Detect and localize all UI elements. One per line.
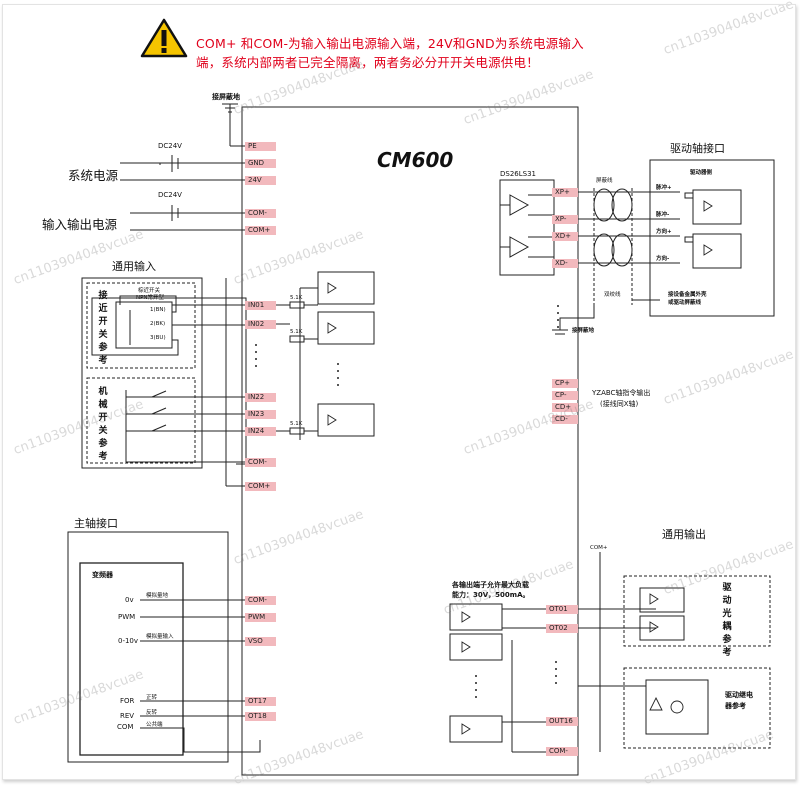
io-power-label: 输入输出电源 bbox=[42, 217, 118, 232]
shield-ground-right-label: 接屏蔽地 bbox=[572, 328, 595, 334]
prox-blue-label: 3(BU) bbox=[150, 335, 166, 341]
warning-text: COM+ 和COM-为输入输出电源输入端，24V和GND为系统电源输入 端，系统… bbox=[196, 34, 616, 72]
vfd-rev-label: REV bbox=[120, 712, 135, 720]
pin-left-com: COM+ bbox=[245, 482, 276, 491]
vfd-0-10v-label: 0-10v bbox=[118, 637, 139, 645]
vfd-0v-label: 0v bbox=[125, 596, 134, 604]
dc24v-label-2: DC24V bbox=[158, 191, 182, 199]
pin-left-ot17: OT17 bbox=[245, 697, 276, 706]
prox-black-label: 2(BK) bbox=[150, 321, 166, 327]
pin-left-pwm: PWM bbox=[245, 613, 276, 622]
pin-right-xp: XP+ bbox=[552, 188, 578, 197]
pin-right-ot01: OT01 bbox=[546, 605, 578, 614]
pin-left-vso: VSO bbox=[245, 637, 276, 646]
shield-wire-label: 屏蔽线 bbox=[596, 178, 613, 184]
vfd-for-label: FOR bbox=[120, 697, 135, 705]
warning-line-2: 端，系统内部两者已完全隔离，两者务必分开开关电源供电！ bbox=[196, 55, 539, 70]
prox-brown-label: 1(BN) bbox=[150, 307, 166, 313]
vfd-label: 变频器 bbox=[92, 571, 113, 579]
pin-left-pe: PE bbox=[245, 142, 276, 151]
controller-model: CM600 bbox=[377, 148, 454, 172]
pin-left-com: COM+ bbox=[245, 226, 276, 235]
pin-right-cp: CP+ bbox=[552, 379, 578, 388]
output-note-1: 各输出端子允许最大负载 bbox=[452, 581, 529, 589]
vfd-pwm-label: PWM bbox=[118, 613, 136, 621]
com-plus-out-label: COM+ bbox=[590, 545, 608, 551]
analog-in-label: 模拟量输入 bbox=[146, 634, 174, 640]
pin-right-cd: CD+ bbox=[552, 403, 578, 412]
pin-right-xp: XP- bbox=[552, 215, 578, 224]
general-output-label: 通用输出 bbox=[662, 528, 706, 541]
output-note-2: 能力：30V，500mA。 bbox=[452, 591, 530, 599]
yzabc-label-2: (接线同X轴) bbox=[600, 400, 639, 408]
shield-note-1: 接设备金属外壳 bbox=[668, 292, 707, 298]
reverse-label: 反转 bbox=[146, 710, 158, 716]
analog-gnd-label: 模拟量地 bbox=[146, 593, 169, 599]
yzabc-label-1: YZABC轴指令输出 bbox=[592, 389, 651, 397]
pulse-plus-label: 脉冲+ bbox=[656, 185, 672, 191]
pin-left-com: COM- bbox=[245, 209, 276, 218]
pin-right-com: COM- bbox=[546, 747, 578, 756]
resistor-label-3: 5.1K bbox=[290, 421, 303, 427]
warning-line-1: COM+ 和COM-为输入输出电源输入端，24V和GND为系统电源输入 bbox=[196, 36, 584, 51]
pin-right-xd: XD+ bbox=[552, 232, 578, 241]
pulse-minus-label: 脉冲- bbox=[656, 212, 670, 218]
system-power-label: 系统电源 bbox=[68, 168, 119, 183]
resistor-label-2: 5.1K bbox=[290, 329, 303, 335]
forward-label: 正转 bbox=[146, 695, 158, 701]
driver-side-label: 驱动器侧 bbox=[690, 170, 713, 176]
dir-plus-label: 方向+ bbox=[656, 229, 672, 235]
pin-left-com: COM- bbox=[245, 458, 276, 467]
proximity-switch-label: 接近开关参考 bbox=[98, 291, 108, 366]
pin-right-xd: XD- bbox=[552, 259, 578, 268]
drive-opto-label: 驱动光耦参考 bbox=[722, 583, 732, 658]
pin-left-gnd: GND bbox=[245, 159, 276, 168]
dir-minus-label: 方向- bbox=[656, 256, 670, 262]
vfd-com-label: COM bbox=[117, 723, 134, 731]
resistor-label-1: 5.1K bbox=[290, 295, 303, 301]
shield-note-2: 或驱动屏蔽线 bbox=[668, 300, 702, 306]
spindle-port-label: 主轴接口 bbox=[74, 517, 118, 530]
ds26-label: DS26LS31 bbox=[500, 170, 536, 178]
pin-right-out16: OUT16 bbox=[546, 717, 578, 726]
pin-right-ot02: OT02 bbox=[546, 624, 578, 633]
prox-note-2: NPN常开型 bbox=[136, 295, 165, 301]
mechanical-switch-label: 机械开关参考 bbox=[98, 387, 108, 462]
drive-axis-port-label: 驱动轴接口 bbox=[670, 142, 725, 155]
pin-left-in22: IN22 bbox=[245, 393, 276, 402]
pin-right-cp: CP- bbox=[552, 391, 578, 400]
warning-icon bbox=[140, 18, 188, 58]
pin-left-in23: IN23 bbox=[245, 410, 276, 419]
twisted-pair-label: 双绞线 bbox=[604, 292, 621, 298]
prox-note-1: 棕近开关 bbox=[138, 288, 161, 294]
pin-left-com: COM- bbox=[245, 596, 276, 605]
pin-left-ot18: OT18 bbox=[245, 712, 276, 721]
pin-left-in02: IN02 bbox=[245, 320, 276, 329]
pin-left-in24: IN24 bbox=[245, 427, 276, 436]
common-label: 公共端 bbox=[146, 722, 163, 728]
pin-left-24v: 24V bbox=[245, 176, 276, 185]
dc24v-label-1: DC24V bbox=[158, 142, 182, 150]
pin-right-cd: CD- bbox=[552, 415, 578, 424]
controller-box bbox=[241, 106, 579, 776]
drive-relay-label: 驱动继电器参考 bbox=[725, 691, 753, 710]
general-input-label: 通用输入 bbox=[112, 260, 156, 273]
shield-ground-top-label: 接屏蔽地 bbox=[212, 93, 240, 101]
pin-left-in01: IN01 bbox=[245, 301, 276, 310]
